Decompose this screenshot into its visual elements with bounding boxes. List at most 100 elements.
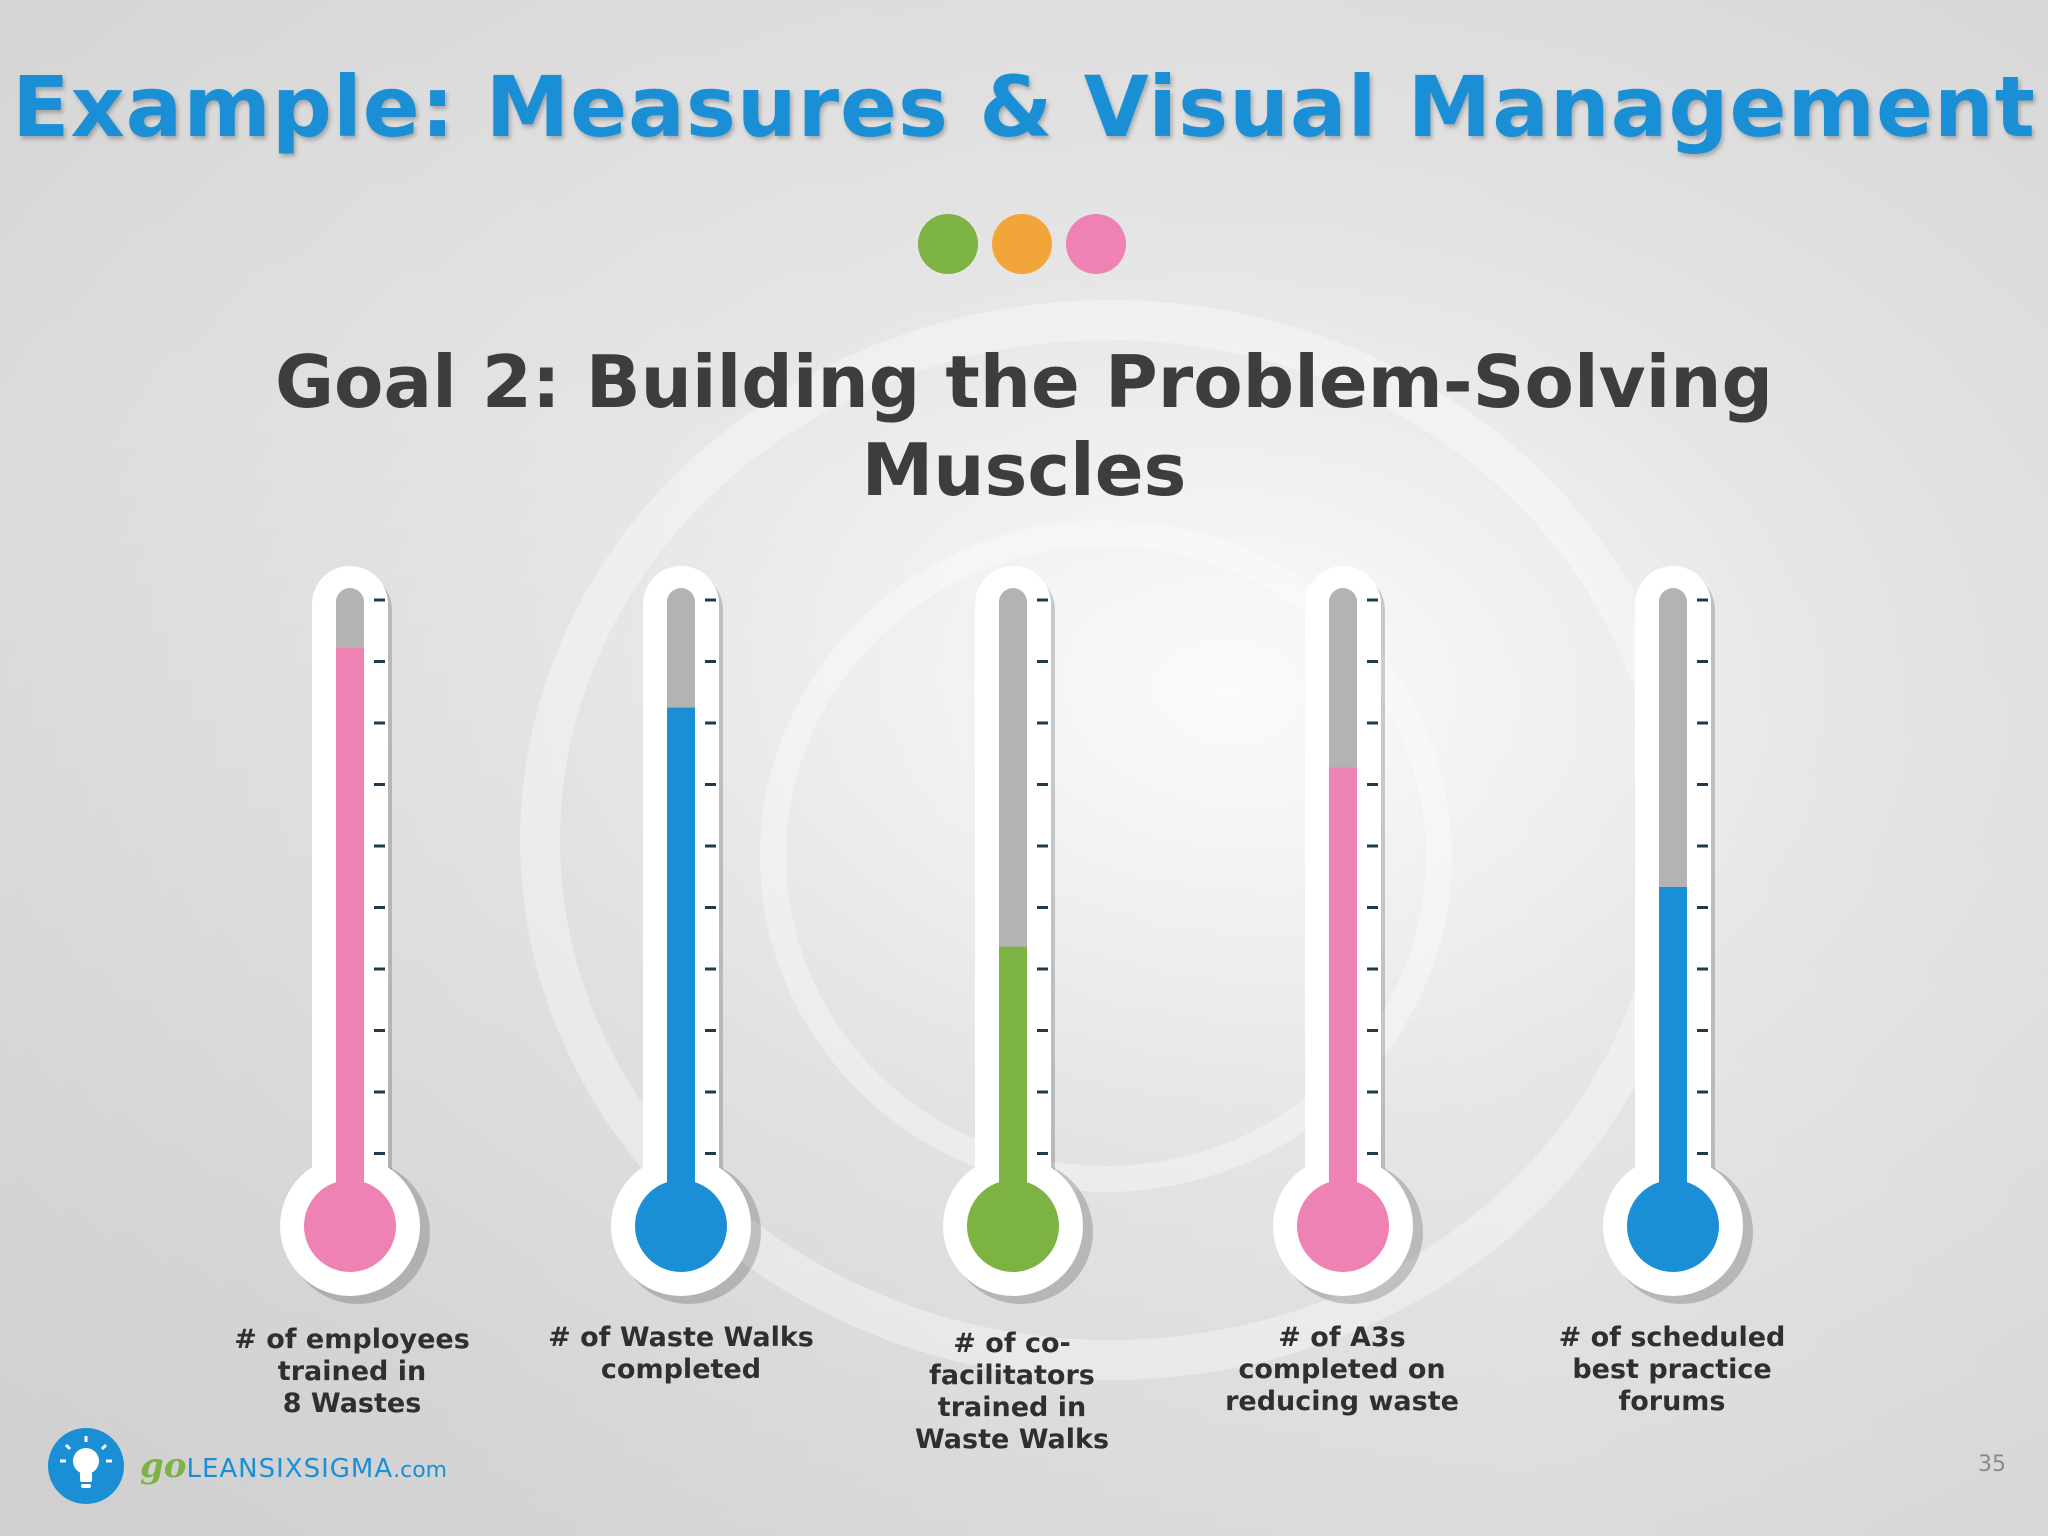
thermometer-tick xyxy=(1037,967,1048,971)
label-line: trained in xyxy=(937,1392,1087,1423)
thermometer xyxy=(1595,566,1755,1304)
label-line: trained in xyxy=(277,1356,427,1387)
label-line: # of employees xyxy=(234,1324,470,1355)
thermometer-tick xyxy=(1367,1029,1378,1032)
thermometer-tick xyxy=(1037,1029,1048,1032)
thermometer-tick xyxy=(374,598,385,602)
thermometer-tick xyxy=(1037,844,1048,848)
thermometer-tick xyxy=(1367,660,1378,663)
thermometer-tick xyxy=(1037,660,1048,663)
thermometer-label: # of co- facilitators trained in Waste W… xyxy=(872,1328,1152,1456)
thermometer-tick xyxy=(374,1152,385,1155)
thermometer-tick xyxy=(1037,906,1048,909)
thermometer-tick xyxy=(1367,1090,1378,1094)
thermometer-tick xyxy=(1037,783,1048,786)
thermometer-tick xyxy=(1697,967,1708,971)
thermometer-tick xyxy=(1697,1152,1708,1155)
thermometer xyxy=(272,566,432,1304)
thermometer-tick xyxy=(705,598,716,602)
label-line: forums xyxy=(1618,1386,1726,1417)
thermometer-label: # of employees trained in 8 Wastes xyxy=(212,1324,492,1420)
thermometer-tick xyxy=(1037,598,1048,602)
thermometer-tick xyxy=(1037,1090,1048,1094)
thermometer-tick xyxy=(705,906,716,909)
thermometer-tick xyxy=(1697,1029,1708,1032)
thermometer-tick xyxy=(705,721,716,725)
label-line: Waste Walks xyxy=(914,1424,1110,1455)
thermometer-graphic xyxy=(611,566,761,1304)
thermometer-bulb xyxy=(1297,1180,1389,1272)
thermometer-tick xyxy=(1367,783,1378,786)
orange-dot xyxy=(992,214,1052,274)
thermometer-graphic xyxy=(943,566,1093,1304)
thermometer-tick xyxy=(1367,967,1378,971)
thermometer-fill xyxy=(1659,887,1687,1216)
thermometer-tick xyxy=(374,1090,385,1094)
thermometer-tick xyxy=(705,783,716,786)
lightbulb-icon xyxy=(48,1428,124,1504)
label-line: # of scheduled xyxy=(1558,1322,1786,1353)
thermometer-fill xyxy=(667,707,695,1216)
thermometer-tick xyxy=(1697,598,1708,602)
thermometer-tick xyxy=(1367,1152,1378,1155)
thermometer-tick xyxy=(1697,844,1708,848)
slide-title: Example: Measures & Visual Management xyxy=(12,58,2036,156)
logo-brand: LEANSIXSIGMA xyxy=(186,1454,394,1484)
label-line: completed xyxy=(600,1354,762,1385)
slide-subtitle: Goal 2: Building the Problem-Solving Mus… xyxy=(274,340,1774,512)
company-logo[interactable]: goLEANSIXSIGMA.com xyxy=(48,1428,488,1504)
thermometer xyxy=(603,566,763,1304)
thermometer-tick xyxy=(374,967,385,971)
page-number: 35 xyxy=(1978,1452,2006,1477)
thermometer-bulb xyxy=(635,1180,727,1272)
thermometer-label: # of Waste Walks completed xyxy=(541,1322,821,1386)
thermometer-graphic xyxy=(1603,566,1753,1304)
thermometer-tick xyxy=(705,1029,716,1032)
label-line: facilitators xyxy=(929,1360,1095,1391)
thermometer-tick xyxy=(374,906,385,909)
thermometer-bulb xyxy=(304,1180,396,1272)
thermometer-fill xyxy=(1329,767,1357,1216)
thermometer-tick xyxy=(374,783,385,786)
thermometer-tick xyxy=(1697,783,1708,786)
thermometer-tick xyxy=(1367,906,1378,909)
thermometer-tick xyxy=(1697,906,1708,909)
thermometer-tick xyxy=(1697,721,1708,725)
thermometer-tick xyxy=(374,660,385,663)
thermometer-label: # of scheduled best practice forums xyxy=(1532,1322,1812,1418)
label-line: best practice xyxy=(1572,1354,1772,1385)
logo-wordmark: goLEANSIXSIGMA.com xyxy=(140,1446,447,1486)
thermometer-fill xyxy=(336,647,364,1216)
label-line: # of A3s xyxy=(1278,1322,1406,1353)
thermometer-fill xyxy=(999,946,1027,1216)
thermometer-tick xyxy=(1367,598,1378,602)
logo-suffix: .com xyxy=(393,1458,448,1483)
label-line: completed on xyxy=(1238,1354,1446,1385)
thermometer-tick xyxy=(1037,1152,1048,1155)
thermometer-tick xyxy=(374,1029,385,1032)
label-line: 8 Wastes xyxy=(282,1388,422,1419)
green-dot xyxy=(918,214,978,274)
thermometer-graphic xyxy=(280,566,430,1304)
thermometer-tick xyxy=(1697,660,1708,663)
logo-go: go xyxy=(140,1446,187,1486)
thermometer-tick xyxy=(705,660,716,663)
thermometer-bulb xyxy=(1627,1180,1719,1272)
thermometer-tick xyxy=(1367,844,1378,848)
thermometer-bulb xyxy=(967,1180,1059,1272)
thermometer-tick xyxy=(1037,721,1048,725)
thermometer-label: # of A3s completed on reducing waste xyxy=(1202,1322,1482,1418)
thermometer-tick xyxy=(705,967,716,971)
thermometer-tick xyxy=(705,844,716,848)
thermometer-tick xyxy=(374,721,385,725)
label-line: # of co- xyxy=(953,1328,1071,1359)
thermometer xyxy=(935,566,1095,1304)
label-line: reducing waste xyxy=(1225,1386,1459,1417)
thermometer-tick xyxy=(1697,1090,1708,1094)
pink-dot xyxy=(1066,214,1126,274)
label-line: # of Waste Walks xyxy=(548,1322,814,1353)
thermometer-tick xyxy=(705,1090,716,1094)
thermometer-graphic xyxy=(1273,566,1423,1304)
thermometer-tick xyxy=(705,1152,716,1155)
thermometer xyxy=(1265,566,1425,1304)
